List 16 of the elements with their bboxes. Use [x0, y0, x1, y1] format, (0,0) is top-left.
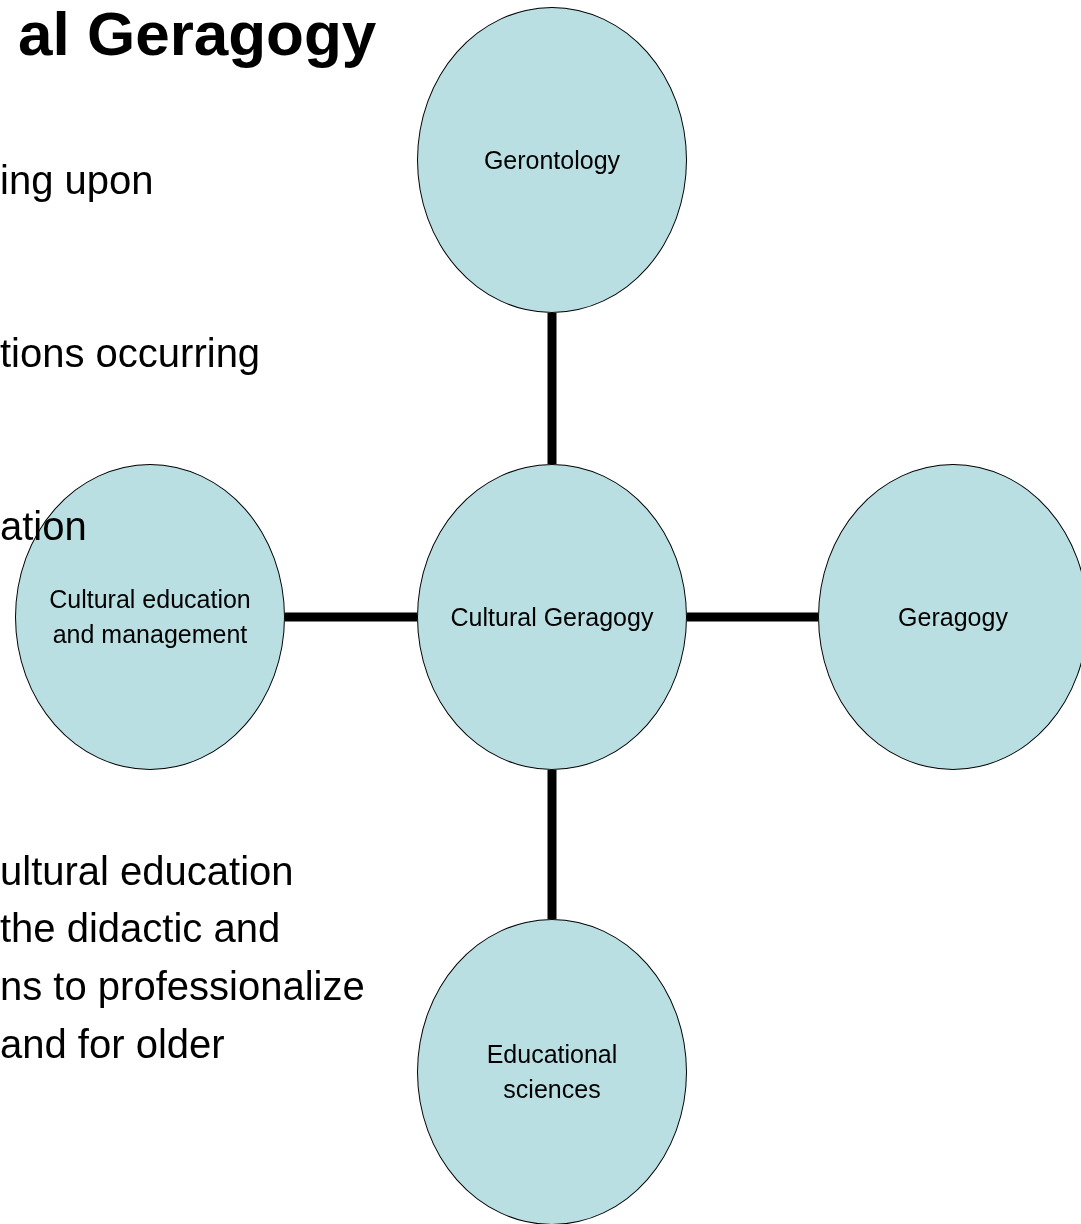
connector-line — [687, 612, 818, 622]
bullet-text: ultural education — [0, 851, 294, 891]
node-label: Gerontology — [483, 144, 621, 176]
bullet-text: ing upon — [0, 160, 154, 200]
bullet-text: the didactic and — [0, 908, 281, 948]
node-label: Geragogy — [898, 601, 1008, 633]
slide-title: al Geragogy — [18, 0, 377, 69]
node-label: Cultural Geragogy — [450, 601, 654, 633]
connector-line — [547, 313, 557, 464]
bullet-text: ns to professionalize — [0, 966, 365, 1006]
bullet-text: tions occurring — [0, 333, 261, 373]
connector-line — [285, 612, 417, 622]
bullet-text: and for older — [0, 1024, 225, 1064]
node-label: Educational sciences — [485, 1039, 619, 1105]
connector-line — [547, 770, 557, 919]
node-label: Cultural education and management — [48, 584, 252, 650]
